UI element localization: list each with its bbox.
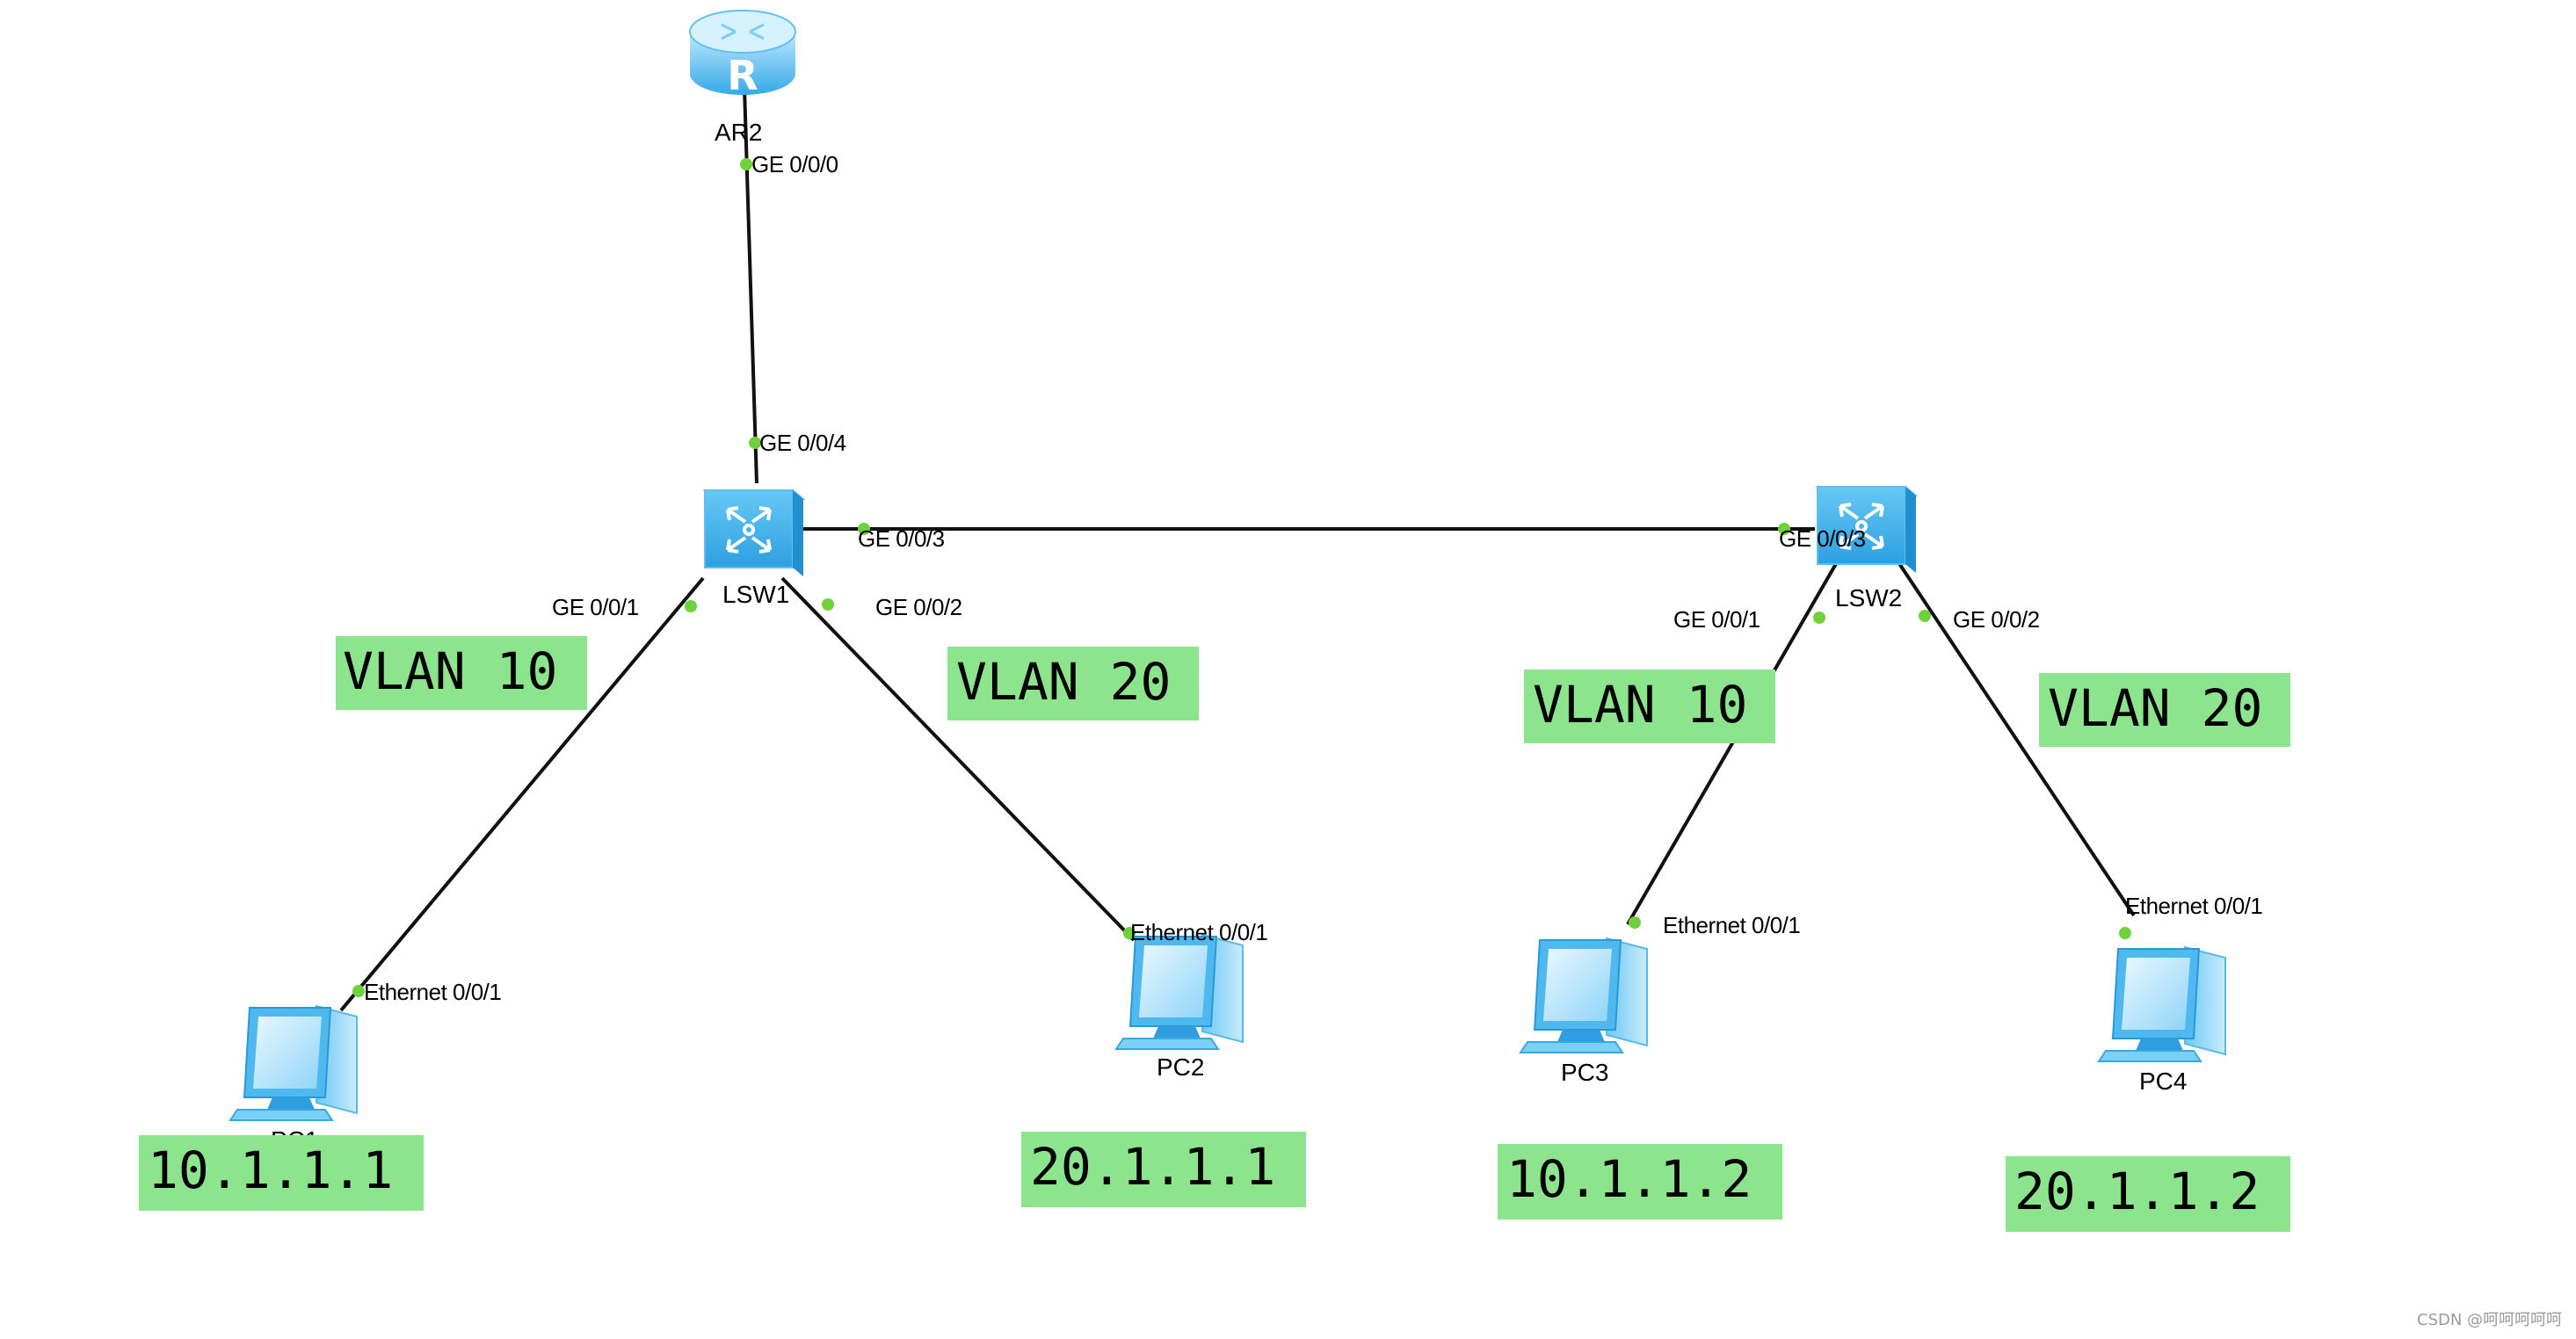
vlan-tag-pc4: VLAN 20 xyxy=(2039,673,2290,747)
pc2[interactable]: PC2 xyxy=(1114,933,1244,1081)
ip-tag-pc1: 10.1.1.1 xyxy=(139,1135,424,1211)
port-dot-lsw1-ge004 xyxy=(749,437,761,449)
port-label-pc3-eth: Ethernet 0/0/1 xyxy=(1663,912,1800,938)
port-label-pc1-eth: Ethernet 0/0/1 xyxy=(364,979,501,1005)
port-dots xyxy=(352,158,2131,997)
link-lsw1-pc1 xyxy=(339,576,705,1012)
port-label-ar2-ge000: GE 0/0/0 xyxy=(751,151,838,177)
vlan-tag-pc4-text: VLAN 20 xyxy=(2048,678,2262,738)
port-label-pc4-eth: Ethernet 0/0/1 xyxy=(2125,893,2262,919)
ip-tag-pc2-text: 20.1.1.1 xyxy=(1030,1137,1275,1197)
router-ar2[interactable]: R AR2 xyxy=(689,10,796,146)
pc4-label: PC4 xyxy=(2139,1068,2187,1095)
ip-tag-pc3-text: 10.1.1.2 xyxy=(1506,1149,1752,1209)
port-dot-lsw1-ge002 xyxy=(822,598,834,611)
vlan-tag-pc2: VLAN 20 xyxy=(947,647,1199,720)
link-ar2-lsw1 xyxy=(743,87,758,484)
pc3-label: PC3 xyxy=(1561,1059,1608,1086)
port-dot-pc2-eth xyxy=(1123,927,1136,939)
watermark: CSDN @呵呵呵呵呵 xyxy=(2417,1311,2562,1329)
pc3[interactable]: PC3 xyxy=(1519,937,1648,1086)
switch-icon xyxy=(702,489,806,576)
port-label-lsw2-ge003: GE 0/0/3 xyxy=(1779,525,1866,552)
switch-icon xyxy=(1815,486,1919,573)
port-dot-lsw1-ge001 xyxy=(685,600,697,612)
svg-text:R: R xyxy=(727,52,758,99)
port-label-lsw1-ge004: GE 0/0/4 xyxy=(759,430,846,456)
pc2-label: PC2 xyxy=(1157,1053,1204,1081)
pc-icon xyxy=(229,1004,358,1121)
pc1[interactable]: PC1 xyxy=(229,1004,358,1154)
vlan-tag-pc1: VLAN 10 xyxy=(336,636,587,710)
ip-tag-pc1-text: 10.1.1.1 xyxy=(148,1140,393,1200)
port-dot-pc4-eth xyxy=(2119,927,2131,939)
lsw2-label: LSW2 xyxy=(1835,584,1902,612)
switch-lsw1[interactable]: LSW1 xyxy=(702,489,806,608)
pc4[interactable]: PC4 xyxy=(2097,945,2226,1095)
ip-tag-pc3: 10.1.1.2 xyxy=(1498,1144,1782,1220)
port-label-pc2-eth: Ethernet 0/0/1 xyxy=(1130,919,1267,945)
link-lsw2-pc4 xyxy=(1897,561,2136,917)
port-label-lsw1-ge003: GE 0/0/3 xyxy=(858,525,945,552)
pc-icon xyxy=(1114,933,1244,1050)
ip-tag-pc4-text: 20.1.1.2 xyxy=(2014,1162,2260,1221)
port-dot-lsw2-ge001 xyxy=(1813,612,1825,624)
switch-lsw2[interactable]: LSW2 xyxy=(1815,486,1919,612)
ip-tag-pc4: 20.1.1.2 xyxy=(2006,1156,2290,1232)
port-label-lsw1-ge002: GE 0/0/2 xyxy=(875,594,962,620)
vlan-tag-pc3: VLAN 10 xyxy=(1524,670,1775,743)
vlan-tag-pc3-text: VLAN 10 xyxy=(1533,675,1747,735)
vlan-tag-pc1-text: VLAN 10 xyxy=(343,641,557,701)
port-dot-lsw2-ge002 xyxy=(1919,610,1931,622)
port-label-lsw2-ge002: GE 0/0/2 xyxy=(1953,606,2040,633)
port-dot-lsw1-ge003 xyxy=(858,523,870,535)
port-dot-lsw2-ge003 xyxy=(1778,523,1790,535)
port-label-lsw1-ge001: GE 0/0/1 xyxy=(552,594,639,620)
vlan-tag-pc2-text: VLAN 20 xyxy=(956,652,1171,712)
router-icon: R xyxy=(689,10,796,99)
pc-icon xyxy=(2097,945,2226,1062)
lsw1-label: LSW1 xyxy=(722,581,789,608)
router-label: AR2 xyxy=(715,119,762,146)
port-dot-ar2-ge000 xyxy=(740,158,752,170)
pc-icon xyxy=(1519,937,1648,1053)
ip-tag-pc2: 20.1.1.1 xyxy=(1021,1132,1306,1207)
port-label-lsw2-ge001: GE 0/0/1 xyxy=(1673,606,1760,633)
port-dot-pc3-eth xyxy=(1629,916,1641,929)
link-lsw1-pc2 xyxy=(780,576,1136,942)
port-dot-pc1-eth xyxy=(352,985,365,997)
